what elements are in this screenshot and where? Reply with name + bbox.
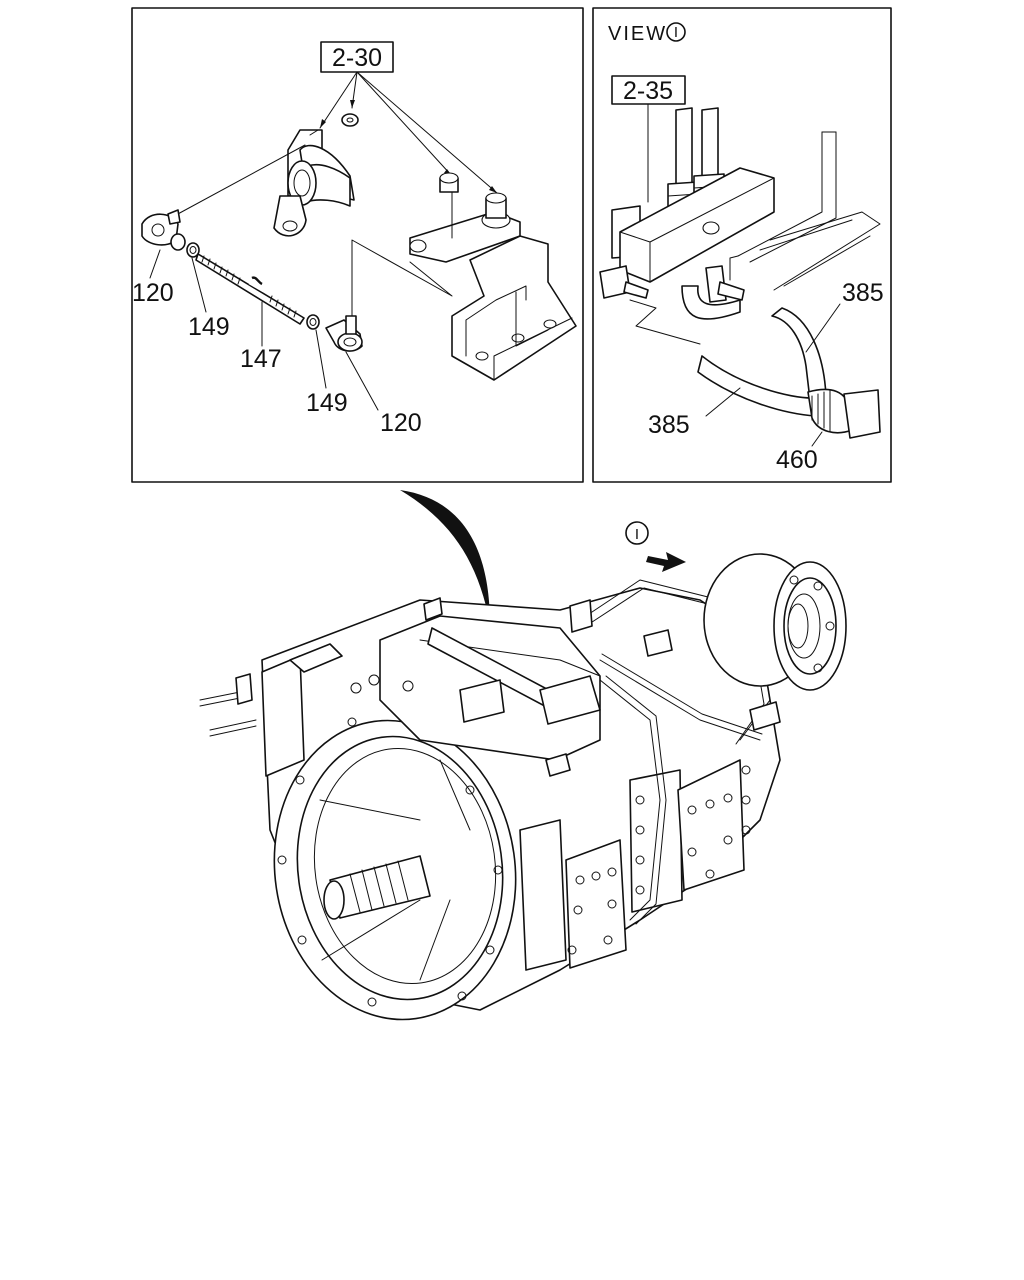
view-label: VIEW: [608, 23, 667, 45]
part-label-385-upper: 385: [842, 279, 884, 307]
part-label-460: 460: [776, 446, 818, 474]
ref-box-2-30-label: 2-30: [332, 44, 382, 72]
assembly-line-upper: [175, 144, 306, 216]
input-shaft: [323, 855, 431, 920]
part-label-385-lower: 385: [648, 411, 690, 439]
left-inset-frame: [131, 7, 584, 483]
shift-lever: [409, 172, 521, 263]
right-inset-panel: VIEW I 2-35: [592, 7, 892, 483]
side-pipes: [729, 131, 881, 291]
elbow-fittings: [599, 265, 745, 320]
part-label-120-left: 120: [132, 279, 174, 307]
right-inset-frame: [592, 7, 892, 483]
main-view-marker-circle: [625, 521, 649, 545]
transmission-assembly: [199, 553, 847, 1021]
assembly-line-lower: [351, 239, 453, 327]
ball-joint-right: [325, 315, 363, 352]
left-inset-panel: 2-30: [131, 7, 584, 483]
view-direction-arrow: [646, 552, 686, 572]
ref-box-2-35-label: 2-35: [623, 77, 673, 105]
ball-joint-left: [141, 209, 186, 251]
part-label-149-right: 149: [306, 389, 348, 417]
output-flange: [773, 561, 847, 691]
hoses: [697, 307, 881, 439]
lock-nut-left: [186, 242, 200, 258]
case-bolts: [567, 765, 751, 955]
part-label-147: 147: [240, 345, 282, 373]
shift-shaft-bracket: [273, 113, 359, 237]
view-marker: I: [674, 24, 678, 41]
lever-mount-bracket: [451, 235, 577, 381]
callout-swoosh: [400, 490, 490, 624]
part-label-120-right: 120: [380, 409, 422, 437]
main-view-marker: I: [635, 526, 639, 543]
part-label-149-left: 149: [188, 313, 230, 341]
ref-box-2-30: 2-30: [320, 41, 394, 73]
view-marker-circle: [666, 22, 686, 42]
lock-nut-right: [306, 314, 320, 330]
adjusting-rod: [195, 253, 305, 325]
ref-box-leaders: [319, 71, 498, 194]
